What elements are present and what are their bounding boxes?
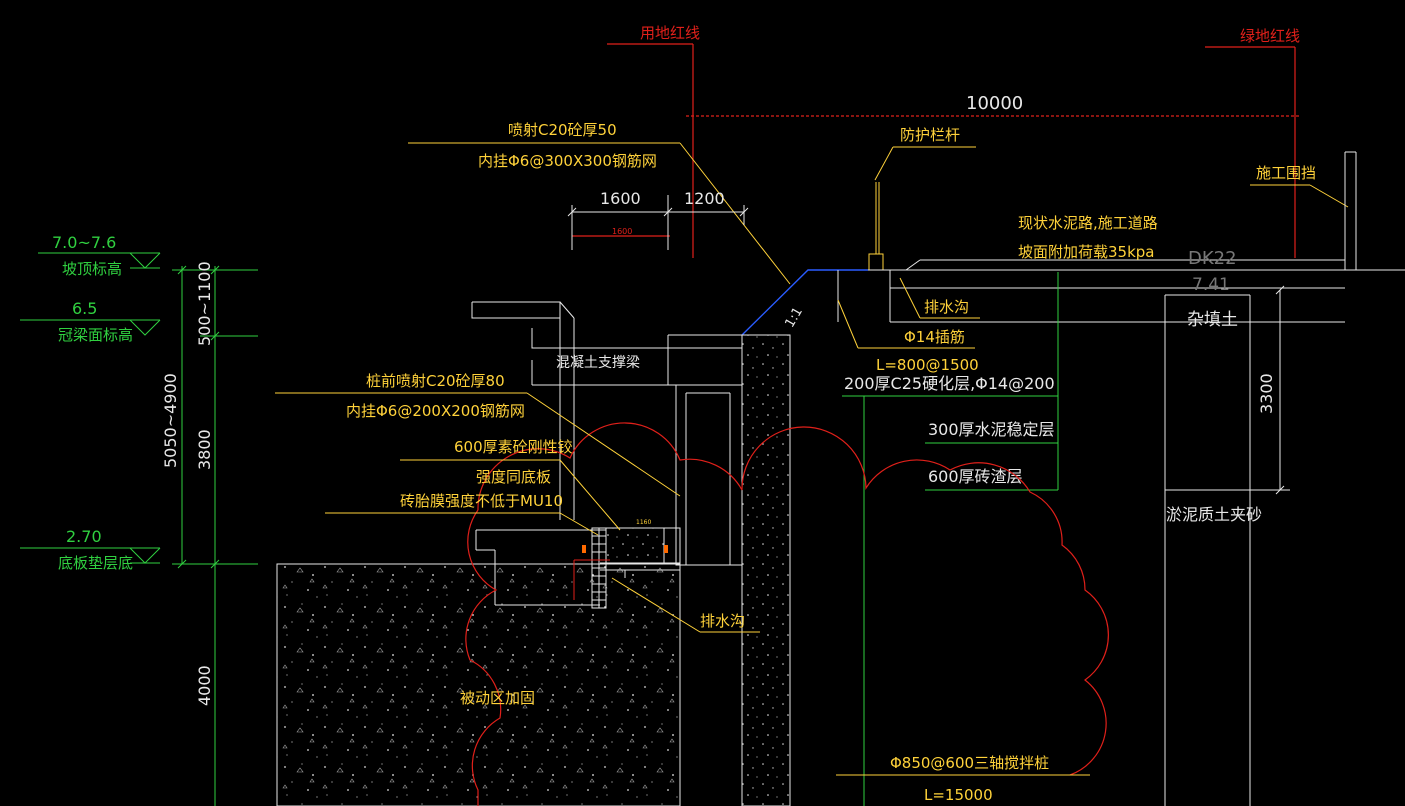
dim-10000: 10000 (966, 93, 1023, 114)
level-marks (20, 252, 161, 564)
drain-ditch-2: 排水沟 (700, 612, 745, 630)
brick-layer-label: 600厚砖渣层 (928, 467, 1023, 486)
base-elev: 2.70 (66, 527, 102, 546)
dim-1600: 1600 (600, 189, 641, 208)
guard-rail-label: 防护栏杆 (900, 126, 960, 144)
fill-soil-label: 杂填土 (1187, 310, 1238, 330)
plain-concrete-hinge (605, 527, 665, 564)
dk-elev: 7.41 (1192, 275, 1230, 295)
shotcrete-note-1: 喷射C20砼厚50 (508, 121, 617, 139)
retaining-pile (741, 334, 791, 806)
land-line-label: 用地红线 (640, 24, 700, 42)
slope-line (741, 269, 868, 336)
dim-4000: 4000 (195, 665, 214, 706)
drain-ditch-1: 排水沟 (924, 298, 969, 316)
phi14-label: Φ14插筋 (904, 328, 965, 346)
dk-label: DK22 (1188, 248, 1237, 269)
road-leaders (837, 277, 980, 349)
top-elev: 7.0~7.6 (52, 233, 116, 252)
dim-3300: 3300 (1257, 373, 1276, 414)
same-strength-label: 强度同底板 (476, 468, 551, 486)
crown-elev-label: 冠梁面标高 (58, 326, 133, 344)
base-elev-label: 底板垫层底 (58, 554, 133, 572)
passive-zone-block (276, 563, 681, 806)
silt-soil-label: 淤泥质土夹砂 (1166, 505, 1262, 524)
site-fence-label: 施工围挡 (1256, 164, 1316, 182)
small-dim: 1160 (636, 519, 651, 526)
reinforcement-cloud-left (465, 509, 502, 806)
passive-zone-label: 被动区加固 (460, 689, 535, 707)
guard-rail (868, 182, 884, 271)
red-detail-marks (573, 545, 668, 600)
road-note-2: 坡面附加荷载35kpa (1018, 243, 1155, 261)
layer-leaders (842, 272, 1059, 806)
dim-1200: 1200 (684, 189, 725, 208)
section-leaders (275, 392, 1090, 776)
cement-layer-label: 300厚水泥稳定层 (928, 420, 1055, 439)
slope-ratio: 1:1 (783, 305, 806, 331)
plain-concrete-label: 600厚素砼刚性铰 (454, 438, 573, 456)
road-structure (837, 151, 1405, 806)
pile-shot-2: 内挂Φ6@200X200钢筋网 (346, 402, 525, 420)
pile-shot-1: 桩前喷射C20砼厚80 (366, 372, 505, 390)
shotcrete-note-1b: 内挂Φ6@300X300钢筋网 (478, 152, 657, 170)
green-line-label: 绿地红线 (1240, 27, 1300, 45)
dim-1600-small: 1600 (612, 227, 632, 236)
brick-mould-label: 砖胎膜强度不低于MU10 (400, 492, 563, 510)
strut-label: 混凝土支撑梁 (556, 355, 640, 371)
soil-dim (1165, 285, 1290, 495)
dim-5050-4900: 5050~4900 (161, 373, 180, 468)
road-note-1: 现状水泥路,施工道路 (1018, 214, 1158, 232)
red-lines (572, 43, 1300, 258)
l800-label: L=800@1500 (876, 356, 979, 374)
top-elev-label: 坡顶标高 (62, 260, 122, 278)
dim-3800: 3800 (195, 429, 214, 470)
dim-1600-1200 (567, 195, 749, 250)
reinforcement-cloud (477, 422, 1109, 776)
pile-length-label: L=15000 (924, 786, 993, 804)
hard-layer-label: 200厚C25硬化层,Φ14@200 (844, 374, 1055, 393)
pile-spec-label: Φ850@600三轴搅拌桩 (890, 754, 1049, 772)
vertical-dims (172, 265, 258, 806)
crown-elev: 6.5 (72, 299, 97, 318)
top-leaders (408, 142, 1349, 285)
dim-500-1100: 500~1100 (195, 261, 214, 346)
